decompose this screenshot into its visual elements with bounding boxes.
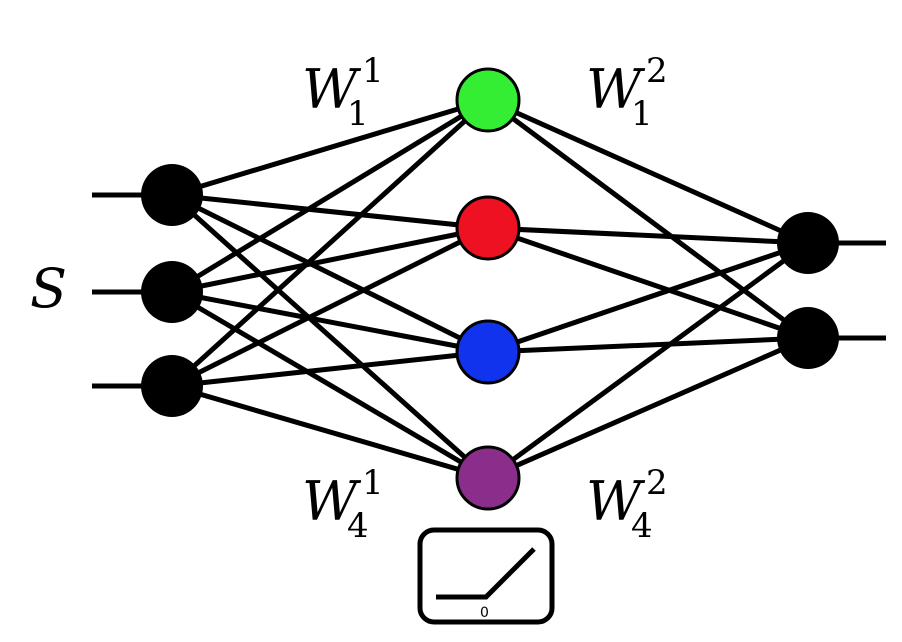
edge-h4-out2 <box>485 335 811 481</box>
edge-in1-h3 <box>169 192 491 355</box>
edge-h1-out1 <box>485 97 811 246</box>
w1-1-base: W <box>302 58 362 121</box>
hidden-node-4 <box>455 445 521 511</box>
hidden-node-3 <box>455 319 521 385</box>
edge-in3-h2 <box>169 225 491 389</box>
edge-h2-out1 <box>485 225 811 246</box>
edge-in2-h3 <box>169 289 491 355</box>
edge-in1-h4 <box>169 192 491 481</box>
edge-in3-h1 <box>169 97 491 389</box>
w1-1-sup: 1 <box>362 51 384 91</box>
w4-2-sup: 2 <box>646 463 668 503</box>
output-node-1 <box>777 212 839 274</box>
hidden-node-2 <box>455 195 521 261</box>
edge-in2-h1 <box>169 97 491 295</box>
input-node-2 <box>141 261 203 323</box>
weight-label-w1-1: W 1 1 <box>302 51 384 134</box>
w4-1-sup: 1 <box>362 463 384 503</box>
w1-2-base: W <box>586 58 646 121</box>
w4-2-sub: 4 <box>631 506 653 546</box>
input-hidden-edges <box>169 97 491 481</box>
weight-label-w4-2: W 2 4 <box>586 463 668 546</box>
edge-h1-out2 <box>485 97 811 341</box>
edge-in2-h2 <box>169 225 491 295</box>
input-label: S <box>30 257 67 320</box>
weight-label-w4-1: W 1 4 <box>302 463 384 546</box>
w1-2-sub: 1 <box>631 94 653 134</box>
edge-h2-out2 <box>485 225 811 341</box>
relu-zero-label: 0 <box>480 605 489 621</box>
relu-activation-icon: 0 <box>417 527 555 625</box>
hidden-node-1 <box>455 67 521 133</box>
output-node-2 <box>777 307 839 369</box>
hidden-output-edges <box>485 97 811 481</box>
w1-1-sub: 1 <box>347 94 369 134</box>
w4-1-sub: 4 <box>347 506 369 546</box>
edge-in3-h4 <box>169 383 491 481</box>
input-node-3 <box>141 355 203 417</box>
edge-h3-out1 <box>485 240 811 355</box>
edge-in3-h3 <box>169 349 491 389</box>
weight-label-w1-2: W 2 1 <box>586 51 668 134</box>
edge-in1-h2 <box>169 192 491 231</box>
edge-h3-out2 <box>485 335 811 355</box>
edge-h4-out1 <box>485 240 811 481</box>
w4-2-base: W <box>586 470 646 533</box>
edge-in2-h4 <box>169 289 491 481</box>
input-node-1 <box>141 164 203 226</box>
relu-curve <box>436 547 536 600</box>
w1-2-sup: 2 <box>646 51 668 91</box>
edge-in1-h1 <box>169 97 491 198</box>
w4-1-base: W <box>302 470 362 533</box>
